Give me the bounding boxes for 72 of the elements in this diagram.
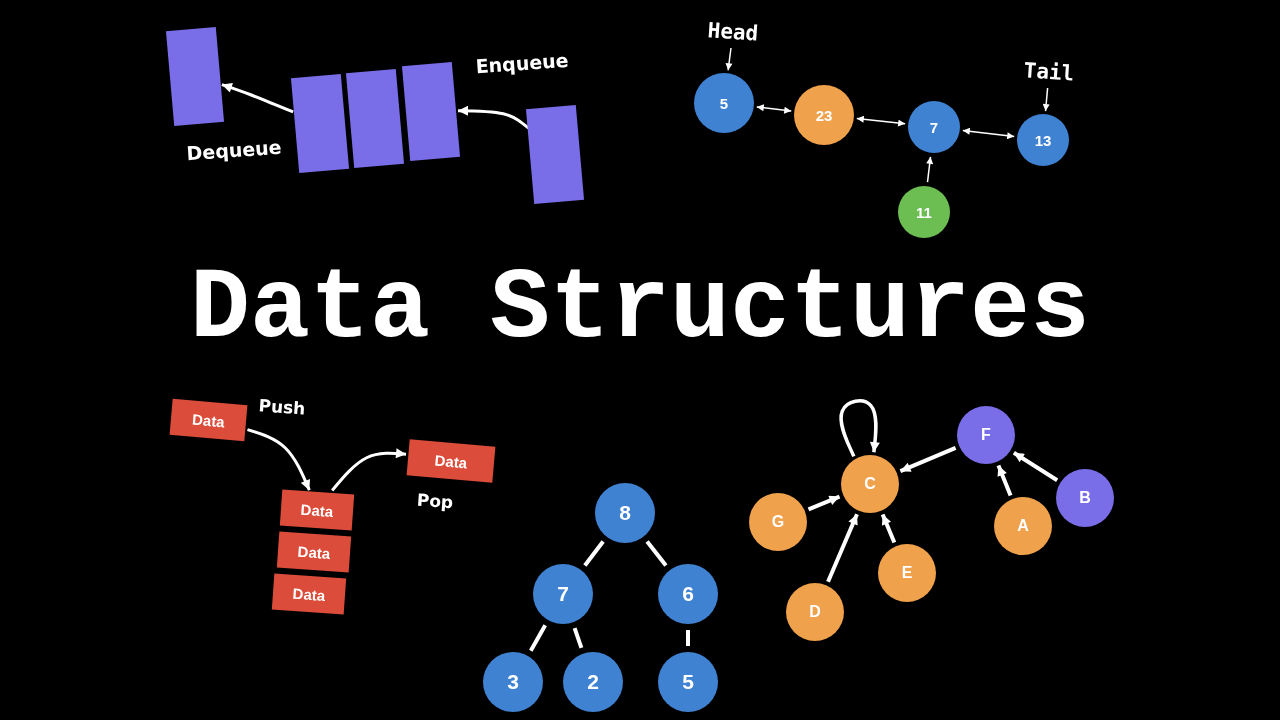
arrow	[756, 104, 792, 114]
node-value: 7	[929, 118, 939, 136]
title: Data Structures	[188, 252, 1092, 368]
circle-node	[1056, 469, 1114, 527]
circle-node	[658, 564, 718, 624]
connector-line	[686, 630, 690, 646]
connector-line	[583, 540, 605, 567]
node-value: E	[901, 564, 913, 582]
node-value: C	[864, 475, 876, 493]
node-value: 3	[507, 670, 519, 694]
rect-node	[279, 489, 355, 531]
node-value: F	[981, 426, 991, 444]
arrow	[826, 513, 859, 583]
circle-node	[563, 652, 623, 712]
node-value: Data	[292, 584, 326, 604]
node-value: G	[771, 513, 785, 531]
arrow	[247, 428, 311, 491]
node-value: 11	[916, 203, 932, 221]
arrow	[458, 105, 530, 130]
node-value: Data	[434, 451, 468, 471]
node-value: 23	[815, 106, 833, 124]
pointer-text: Tail	[1022, 58, 1076, 86]
arrow	[1042, 87, 1050, 112]
circle-node	[658, 652, 718, 712]
circle-node	[694, 73, 754, 133]
arrow	[880, 513, 897, 544]
node-value: 13	[1034, 131, 1052, 149]
node-value: A	[1017, 517, 1029, 535]
rect-node	[276, 531, 352, 573]
node-value: 5	[682, 670, 694, 694]
connector-line	[529, 624, 547, 652]
circle-node	[533, 564, 593, 624]
circle-node	[794, 85, 854, 145]
rect-node	[290, 73, 350, 173]
circle-node	[878, 544, 936, 602]
arrow	[962, 127, 1015, 140]
arrow	[221, 83, 294, 114]
pointer-text: Head	[706, 18, 760, 46]
arrow	[331, 448, 407, 492]
connector-line	[645, 540, 668, 567]
arrow	[856, 115, 906, 127]
circle-node	[841, 455, 899, 513]
node-value: 6	[682, 582, 694, 606]
arrow	[899, 446, 957, 473]
node-value: 2	[587, 670, 599, 694]
circle-node	[483, 652, 543, 712]
node-value: D	[809, 603, 821, 621]
circle-node	[994, 497, 1052, 555]
circle-node	[749, 493, 807, 551]
node-value: B	[1079, 489, 1091, 507]
node-value: Data	[191, 410, 225, 430]
node-value: 8	[619, 501, 631, 525]
circle-node	[898, 186, 950, 238]
arrow	[839, 399, 880, 458]
arrow	[1012, 451, 1059, 482]
connector-line	[572, 627, 584, 649]
arrow	[926, 156, 934, 183]
arrow	[996, 464, 1013, 497]
rect-node	[401, 61, 461, 161]
node-value: 7	[557, 582, 569, 606]
rect-node	[345, 68, 405, 168]
arrow	[807, 494, 841, 512]
node-value: 5	[719, 94, 729, 112]
circle-node	[957, 406, 1015, 464]
node-value: Data	[297, 542, 331, 562]
circle-node	[595, 483, 655, 543]
node-value: Data	[300, 500, 334, 520]
circle-node	[1017, 114, 1069, 166]
circle-node	[908, 101, 960, 153]
circle-node	[786, 583, 844, 641]
rect-node	[271, 573, 347, 615]
arrow	[725, 47, 733, 71]
